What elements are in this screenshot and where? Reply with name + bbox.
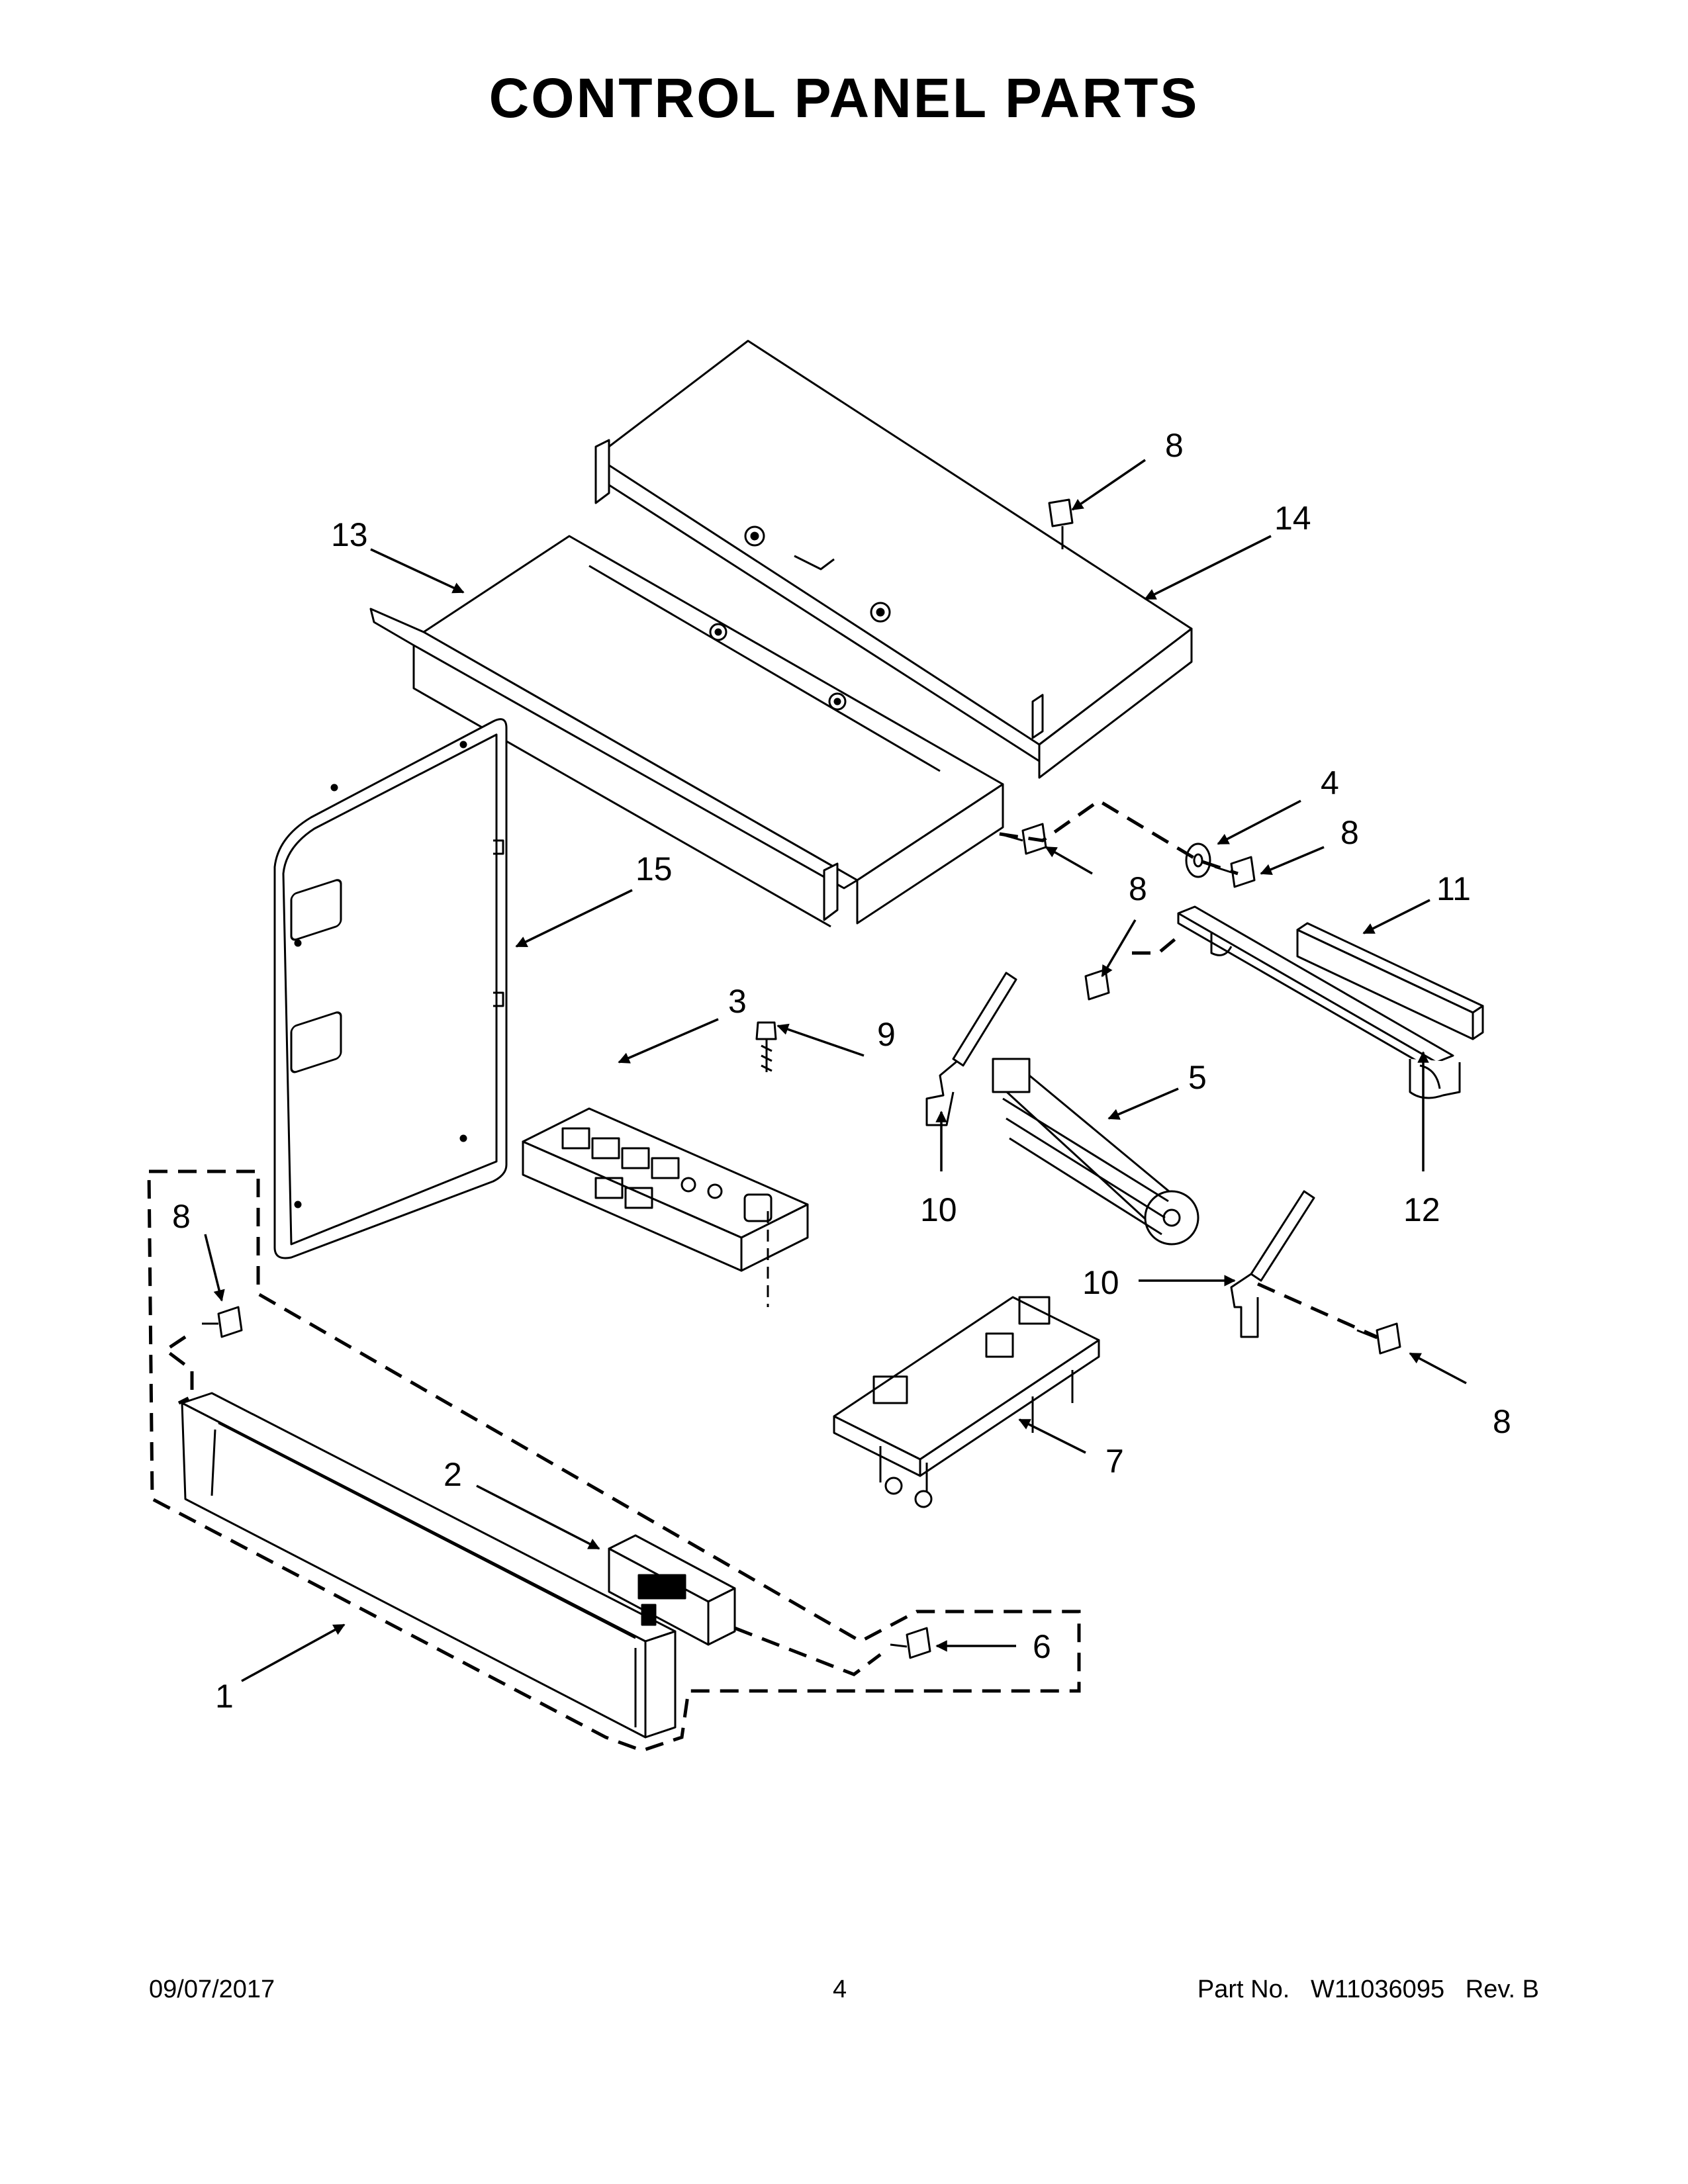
callout-4: 4 — [1321, 764, 1339, 801]
callout-11: 11 — [1436, 870, 1471, 907]
part-1-front-panel — [181, 1392, 677, 1739]
callout-1: 1 — [215, 1678, 234, 1715]
footer-date: 09/07/2017 — [149, 1976, 275, 2003]
callout-12: 12 — [1403, 1191, 1440, 1228]
part-number-label: Part No. — [1197, 1976, 1290, 2003]
part-7-relay-board — [833, 1296, 1100, 1508]
part-9-screw — [755, 1021, 777, 1072]
part-11-strip — [1296, 922, 1484, 1040]
callout-8: 8 — [1165, 427, 1184, 464]
callout-14: 14 — [1274, 500, 1311, 537]
callout-10: 10 — [920, 1191, 957, 1228]
part-2-ui-board — [608, 1534, 736, 1646]
washer-part-4 — [1185, 842, 1211, 878]
callout-9: 9 — [877, 1016, 896, 1053]
revision-label: Rev. B — [1465, 1976, 1539, 2003]
footer-part-info: Part No. W11036095 Rev. B — [1197, 1976, 1539, 2004]
callout-8: 8 — [1129, 870, 1147, 907]
screw-bracket-part-8 — [1084, 968, 1110, 1001]
part-10-bracket-right — [1230, 1190, 1315, 1338]
leader-arrows — [204, 459, 1467, 1682]
callout-5: 5 — [1188, 1059, 1207, 1096]
page-title: CONTROL PANEL PARTS — [489, 67, 1199, 129]
part-3-control-board — [522, 1107, 809, 1307]
screw-right-part-8 — [1214, 856, 1256, 888]
callout-8: 8 — [1493, 1403, 1511, 1440]
screw-left-part-8 — [202, 1306, 243, 1338]
part-14-rear-cover — [594, 340, 1193, 779]
screw-top-right — [1048, 498, 1074, 549]
callout-8: 8 — [172, 1198, 191, 1235]
part-10-bracket-left — [925, 972, 1017, 1126]
callout-labels: 8 14 13 4 8 8 11 15 3 9 5 10 12 8 10 8 7… — [172, 427, 1511, 1715]
callout-3: 3 — [728, 983, 747, 1020]
screw-part-6 — [890, 1627, 931, 1659]
callout-10: 10 — [1082, 1264, 1119, 1301]
callout-13: 13 — [331, 516, 368, 553]
part-13-top-panel — [369, 535, 1004, 928]
callout-2: 2 — [444, 1456, 462, 1493]
callout-6: 6 — [1033, 1628, 1051, 1665]
footer-page-number: 4 — [833, 1976, 847, 2003]
part-number-value: W11036095 — [1310, 1976, 1445, 2003]
screw-lower-right-part-8 — [1356, 1322, 1401, 1355]
callout-7: 7 — [1105, 1443, 1124, 1480]
dashed-connectors — [147, 799, 1378, 1752]
callout-8: 8 — [1340, 814, 1359, 851]
part-5-blower — [992, 1058, 1199, 1246]
part-15-side-panel — [273, 718, 508, 1259]
callout-15: 15 — [635, 850, 673, 887]
